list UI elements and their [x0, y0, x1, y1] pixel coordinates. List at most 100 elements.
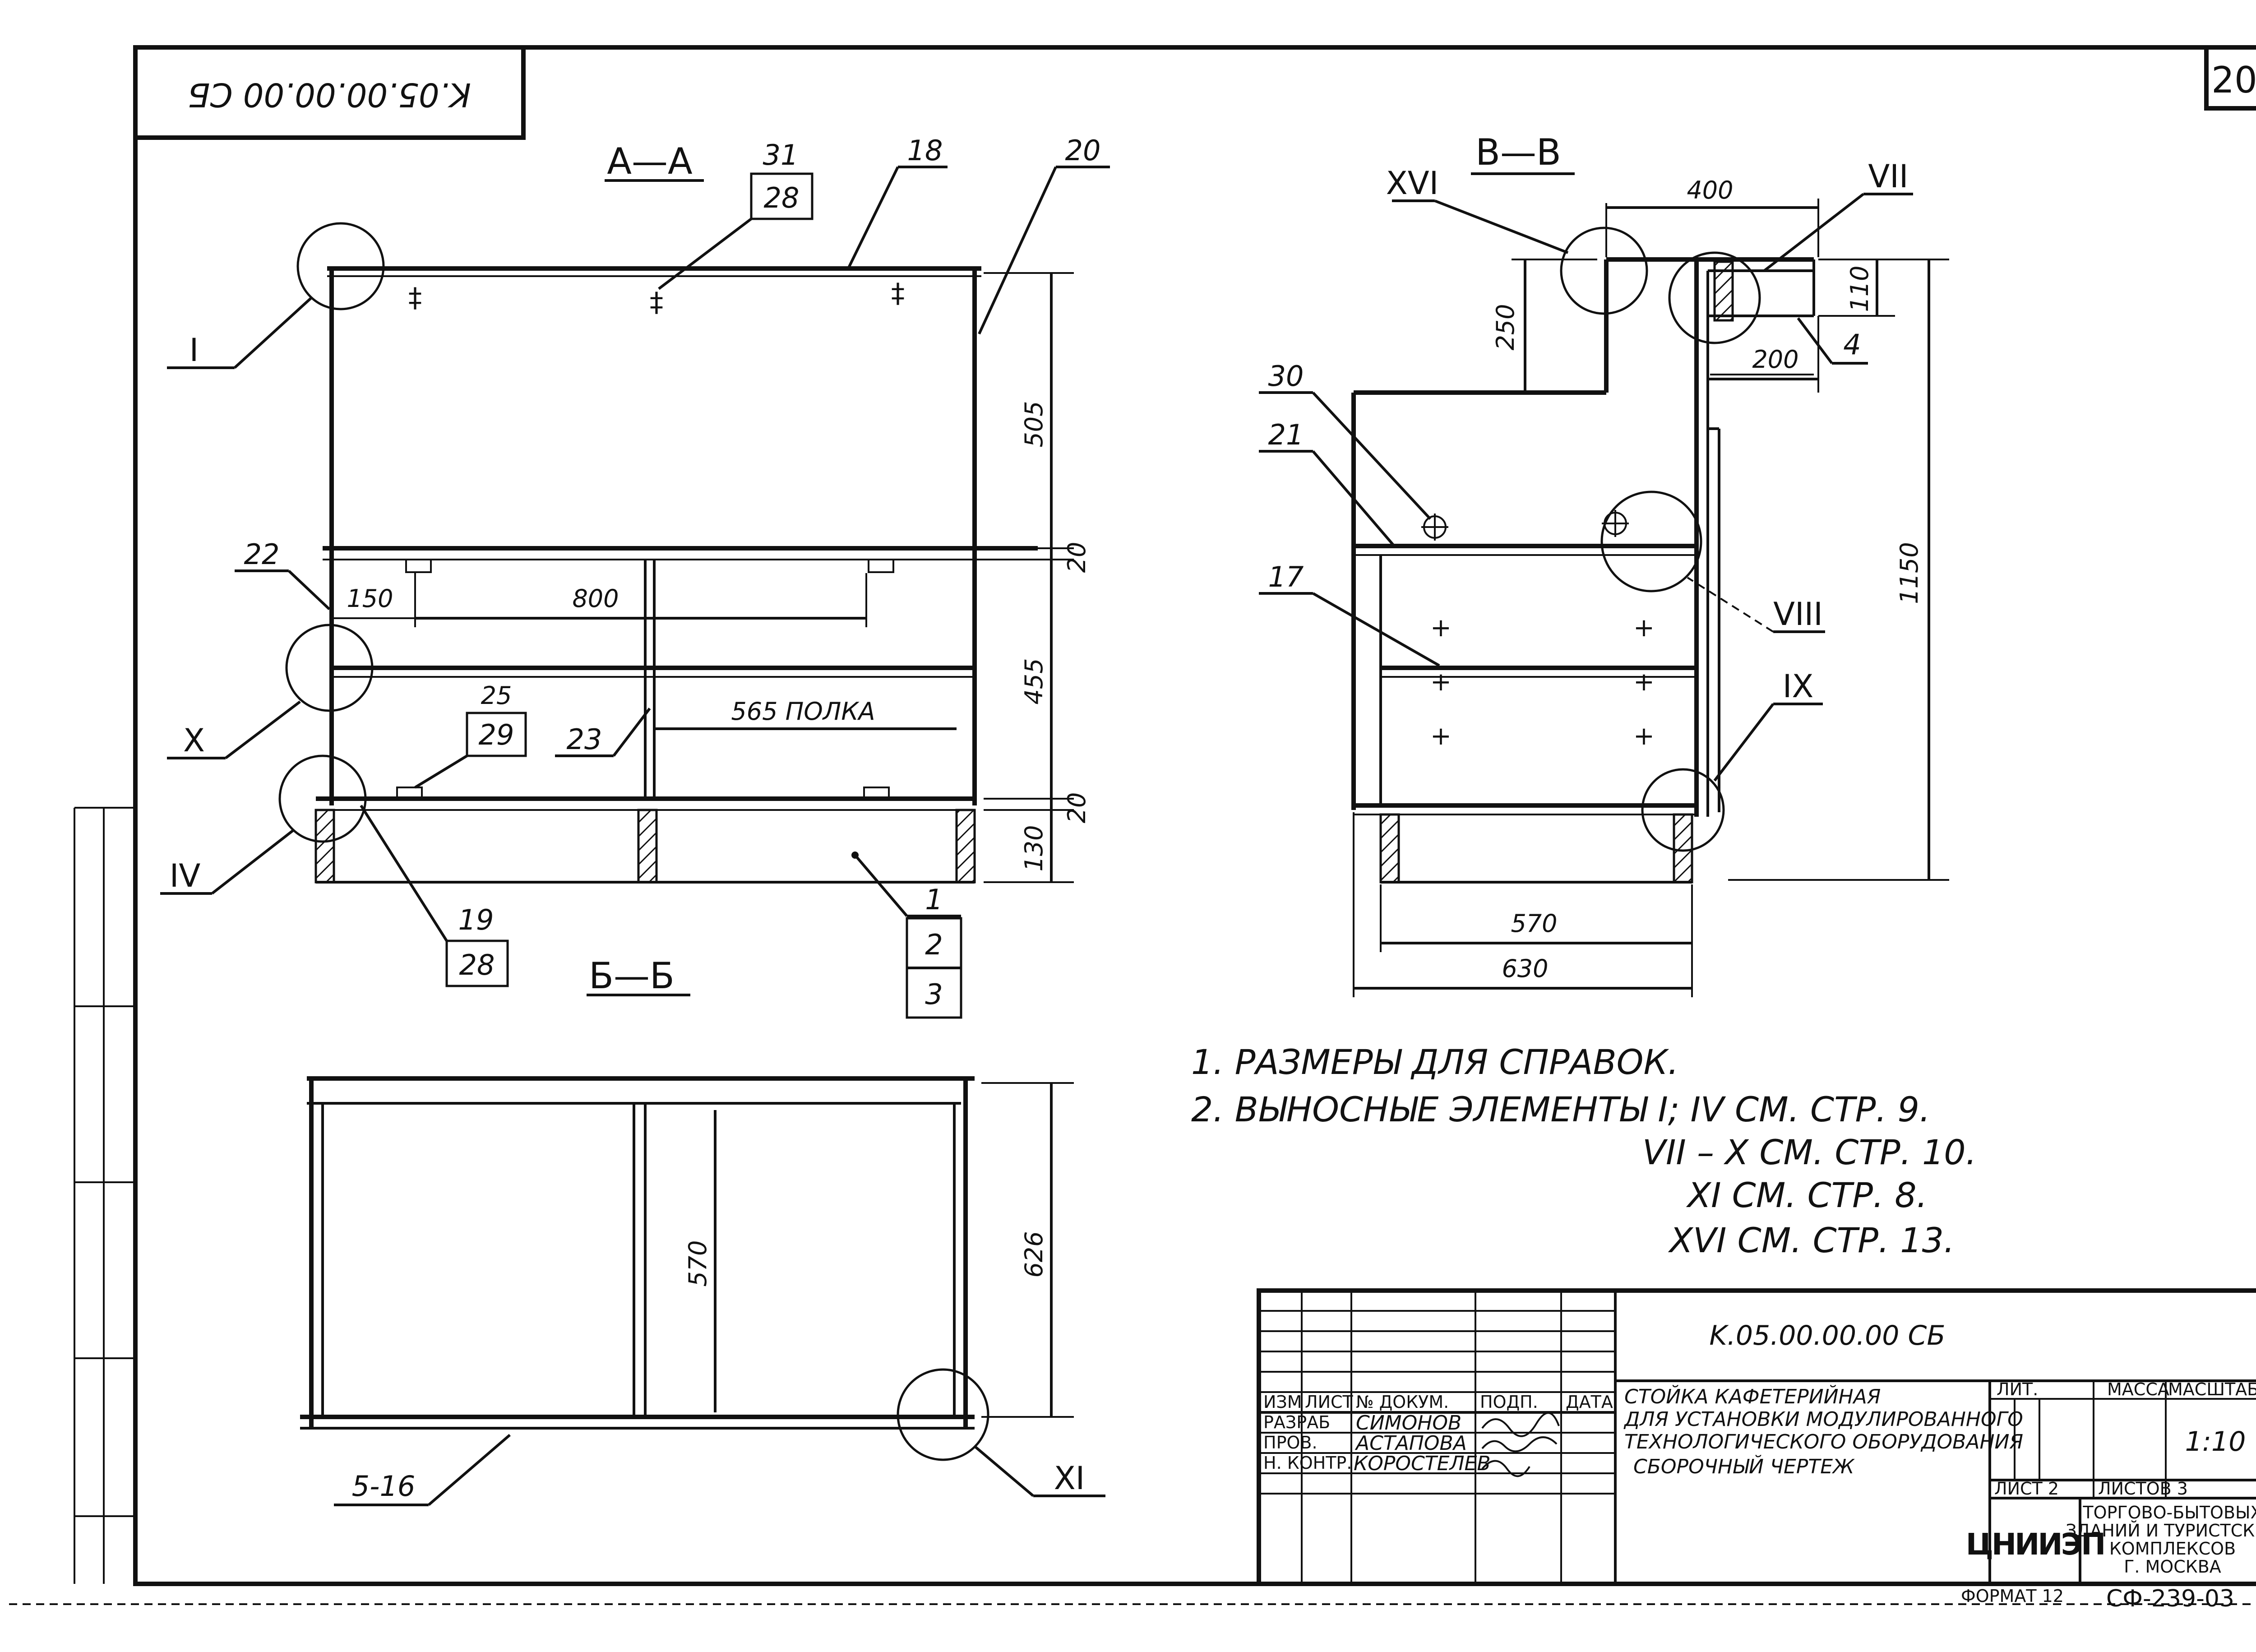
- format-label: ФОРМАТ 12: [1961, 1586, 2064, 1606]
- dim-400: 400: [1687, 176, 1733, 204]
- dim-800: 800: [572, 584, 619, 613]
- note-2: 2. ВЫНОСНЫЕ ЭЛЕМЕНТЫ I; IV СМ. СТР. 9.: [1191, 1089, 1930, 1129]
- svg-text:‡: ‡: [650, 287, 663, 318]
- dim-455: 455: [1020, 658, 1048, 704]
- callout-ix: IX: [1783, 668, 1814, 705]
- title-line-1: СТОЙКА КАФЕТЕРИЙНАЯ: [1624, 1384, 1881, 1408]
- note-3: VII – X СМ. СТР. 10.: [1642, 1132, 1977, 1172]
- callout-viii: VIII: [1773, 596, 1823, 633]
- dim-570: 570: [1511, 909, 1557, 938]
- mass-label: МАССА: [2107, 1379, 2169, 1399]
- scale-value: 1:10: [2185, 1426, 2246, 1458]
- pos-20: 20: [1065, 134, 1101, 167]
- view-section-aa: А—А ‡ ‡ ‡ I: [160, 134, 1110, 1019]
- lit-label: ЛИТ.: [1997, 1379, 2038, 1399]
- title-line-3: ТЕХНОЛОГИЧЕСКОГО ОБОРУДОВАНИЯ: [1624, 1430, 2023, 1453]
- section-title-aa: А—А: [607, 140, 693, 182]
- dim-150: 150: [347, 584, 393, 613]
- pos-22: 22: [244, 538, 280, 571]
- svg-text:+: +: [1430, 613, 1452, 643]
- section-title-bb: В—В: [1475, 131, 1561, 173]
- dim-20-lower: 20: [1063, 792, 1091, 824]
- name-checker: АСТАПОВА: [1355, 1432, 1467, 1455]
- svg-text:+: +: [1633, 667, 1655, 697]
- org-logo: ЦНИИЭП: [1966, 1527, 2104, 1562]
- note-5: XVI СМ. СТР. 13.: [1668, 1220, 1955, 1260]
- svg-text:+: +: [1633, 722, 1655, 751]
- svg-text:+: +: [1430, 722, 1452, 751]
- scale-label: МАСШТАБ: [2168, 1379, 2256, 1399]
- note-4: XI СМ. СТР. 8.: [1686, 1175, 1928, 1215]
- sheet-label: ЛИСТ 2: [1994, 1479, 2059, 1499]
- pos-25: 25: [481, 681, 512, 710]
- callout-xvi: XVI: [1386, 165, 1438, 202]
- svg-text:+: +: [1633, 613, 1655, 643]
- dim-110: 110: [1845, 265, 1874, 312]
- dim-130: 130: [1020, 825, 1048, 871]
- sheet-number-box: 20: [2204, 45, 2256, 111]
- pos-28-top: 28: [764, 181, 800, 214]
- pos-30: 30: [1268, 360, 1304, 393]
- pos-23: 23: [567, 723, 602, 756]
- role-check: ПРОВ.: [1263, 1433, 1318, 1453]
- dim-1150: 1150: [1895, 542, 1923, 604]
- hdr-izm: ИЗМ: [1263, 1392, 1302, 1412]
- callout-iv: IV: [170, 857, 201, 894]
- dim-200: 200: [1752, 345, 1798, 374]
- pos-21: 21: [1268, 418, 1304, 451]
- sheets-label: ЛИСТОВ 3: [2098, 1479, 2188, 1499]
- dim-630: 630: [1502, 954, 1548, 983]
- hdr-doc: № ДОКУМ.: [1356, 1392, 1449, 1412]
- stamp-code: СФ-239-03: [2106, 1585, 2234, 1612]
- title-block: ИЗМ ЛИСТ № ДОКУМ. ПОДП. ДАТА РАЗРАБ ПРОВ…: [1257, 1288, 2256, 1586]
- doc-code: K.05.00.00.00 СБ: [1709, 1320, 1945, 1351]
- dim-626: 626: [1020, 1231, 1048, 1277]
- callout-i: I: [190, 332, 199, 369]
- note-1: 1. РАЗМЕРЫ ДЛЯ СПРАВОК.: [1191, 1042, 1679, 1082]
- pos-17: 17: [1268, 560, 1304, 593]
- svg-text:‡: ‡: [408, 282, 422, 314]
- dim-shelf-565: 565 ПОЛКА: [731, 697, 875, 726]
- dim-570-plan: 570: [684, 1240, 712, 1286]
- section-title-bb-lower: Б—Б: [589, 955, 675, 997]
- hdr-date: ДАТА: [1566, 1392, 1613, 1412]
- org-line-4: Г. МОСКВА: [2124, 1557, 2221, 1577]
- dim-250: 250: [1491, 304, 1520, 350]
- corner-code-box: K.05.00.00.00 СБ: [133, 45, 526, 140]
- corner-code: K.05.00.00.00 СБ: [188, 76, 471, 114]
- svg-text:‡: ‡: [891, 278, 905, 309]
- pos-18: 18: [907, 134, 943, 167]
- org-line-1: ТОРГОВО-БЫТОВЫХ: [2082, 1503, 2256, 1522]
- view-plan: 626 570 XI 5-16: [300, 1076, 1105, 1506]
- hdr-list: ЛИСТ: [1305, 1392, 1354, 1412]
- title-line-2: ДЛЯ УСТАНОВКИ МОДУЛИРОВАННОГО: [1623, 1408, 2023, 1431]
- view-section-bb: В—В + + + + + +: [1259, 131, 1949, 997]
- org-line-2: ЗДАНИЙ И ТУРИСТСКИХ: [2066, 1521, 2256, 1541]
- pos-1: 1: [925, 883, 943, 916]
- role-develop: РАЗРАБ: [1263, 1412, 1330, 1432]
- dim-20-upper: 20: [1063, 542, 1091, 573]
- org-line-3: КОМПЛЕКСОВ: [2109, 1539, 2236, 1559]
- pos-31: 31: [763, 139, 799, 171]
- pos-19: 19: [458, 903, 494, 936]
- name-controller: КОРОСТЕЛЕВ: [1354, 1452, 1491, 1475]
- general-notes: 1. РАЗМЕРЫ ДЛЯ СПРАВОК. 2. ВЫНОСНЫЕ ЭЛЕМ…: [1191, 1042, 1977, 1260]
- dim-505: 505: [1020, 401, 1048, 447]
- svg-text:+: +: [1430, 667, 1452, 697]
- callout-x: X: [183, 722, 205, 759]
- sheet-number: 20: [2211, 59, 2256, 101]
- pos-29: 29: [479, 718, 514, 751]
- pos-5-16: 5-16: [352, 1470, 416, 1503]
- callout-xi: XI: [1054, 1460, 1085, 1497]
- role-control: Н. КОНТР.: [1263, 1453, 1352, 1473]
- hdr-sign: ПОДП.: [1480, 1392, 1538, 1412]
- pos-3: 3: [925, 978, 943, 1011]
- sheet-frame: [9, 45, 2256, 1605]
- pos-4: 4: [1843, 328, 1861, 361]
- pos-28-bottom: 28: [459, 949, 495, 981]
- pos-2: 2: [925, 928, 943, 961]
- callout-vii: VII: [1868, 158, 1908, 195]
- name-developer: СИМОНОВ: [1356, 1411, 1461, 1435]
- title-line-4: СБОРОЧНЫЙ ЧЕРТЕЖ: [1633, 1454, 1855, 1478]
